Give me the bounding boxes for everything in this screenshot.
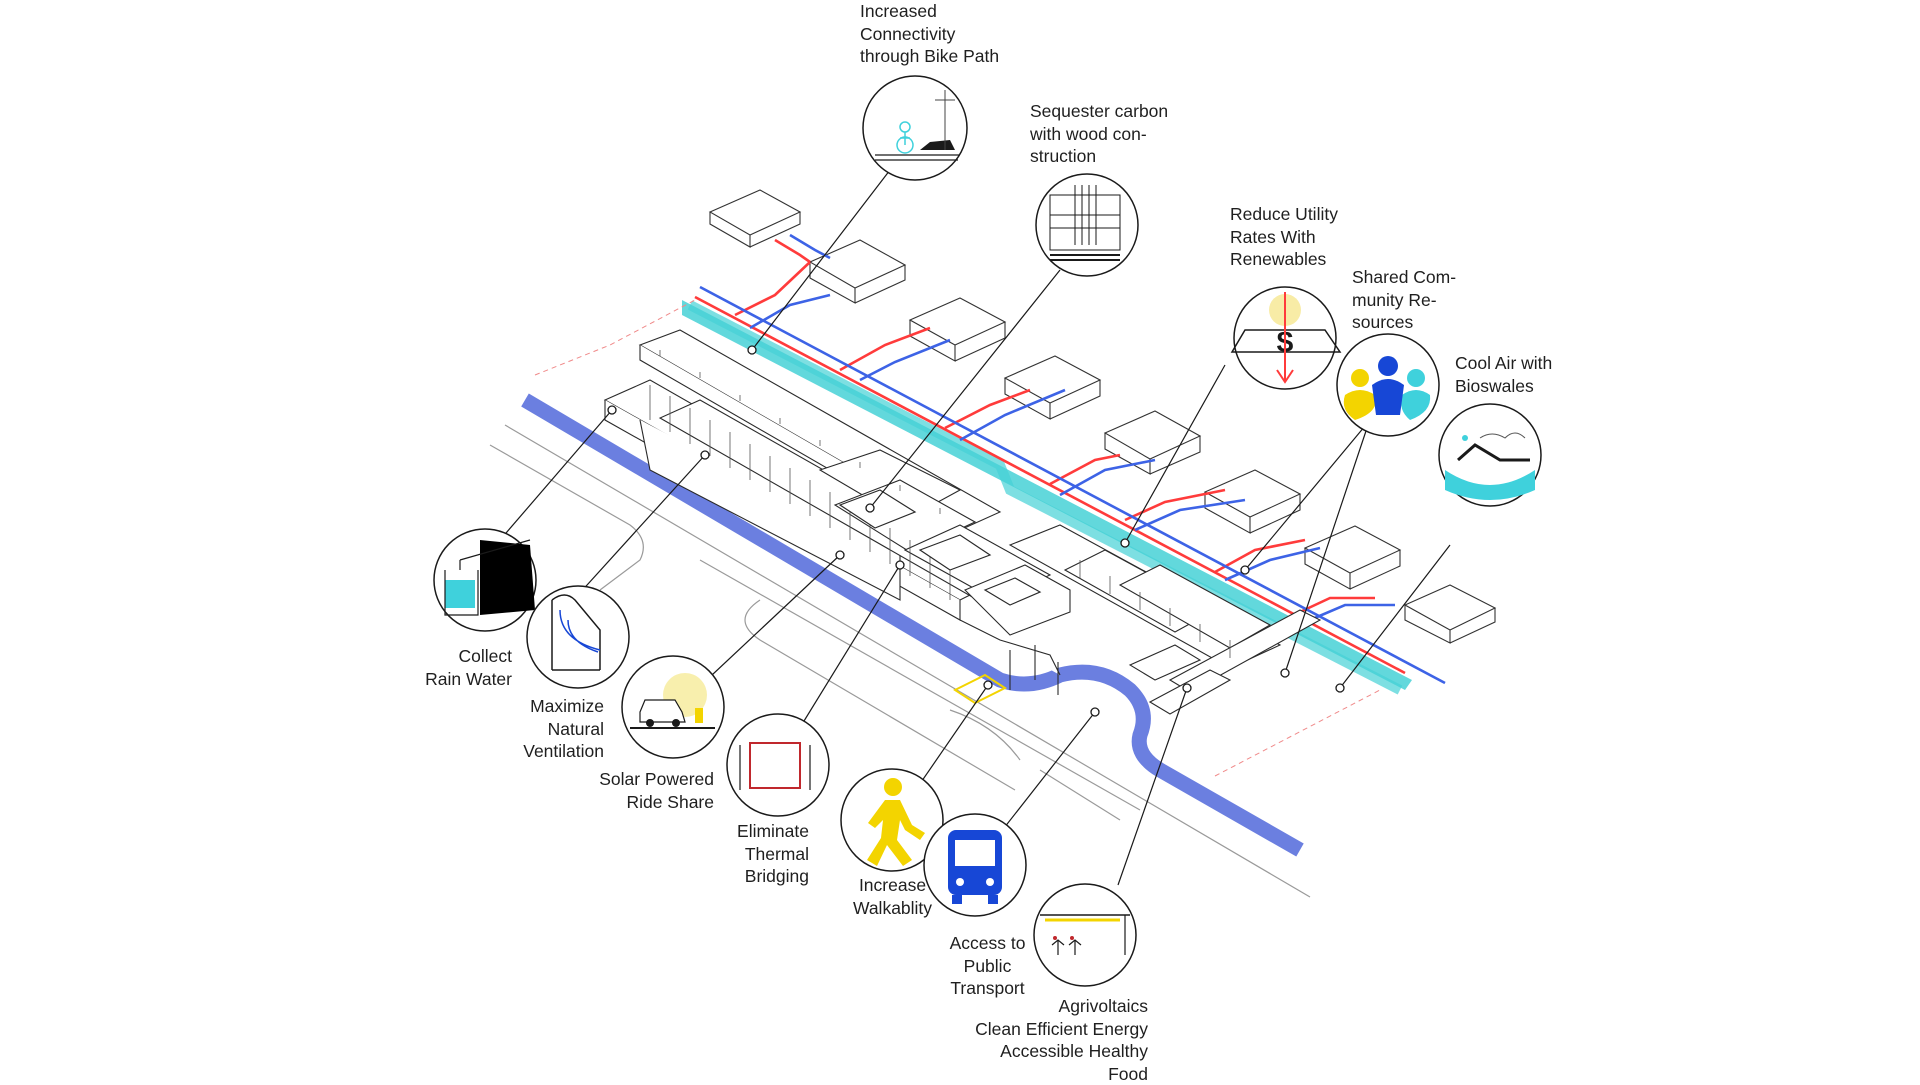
leader-endpoints <box>607 345 1345 717</box>
agrivoltaic-plant-icon <box>1033 883 1137 987</box>
rain-tank-icon <box>433 528 537 632</box>
pedestrian-icon <box>840 768 944 872</box>
utility-lines-red <box>694 238 1406 675</box>
label-ride-share: Solar Powered Ride Share <box>599 769 714 812</box>
bioswale-icon <box>1438 403 1542 507</box>
solar-carport <box>952 673 1008 705</box>
cyclist-icon <box>862 75 968 181</box>
label-transport: Access to Public Transport <box>949 933 1026 998</box>
wall-section-icon <box>726 713 830 817</box>
community-people-icon <box>1336 333 1440 437</box>
site-boundary <box>534 299 1381 777</box>
label-rain-water: Collect Rain Water <box>425 646 512 689</box>
bus-lane <box>521 393 1304 857</box>
street-lines <box>489 424 1311 898</box>
label-bioswales: Cool Air with Bioswales <box>1455 353 1553 396</box>
label-utility-rates: Reduce Utility Rates With Renewables <box>1230 204 1338 269</box>
roof-openings <box>838 489 1042 606</box>
solar-car-icon <box>621 655 725 759</box>
main-complex <box>603 329 1322 715</box>
label-walkability: Increase Walkablity <box>852 875 933 918</box>
bus-icon <box>923 813 1027 917</box>
utility-lines-blue <box>699 233 1446 685</box>
label-bike-path: Increased Connectivity through Bike Path <box>860 1 1000 66</box>
label-thermal: Eliminate Thermal Bridging <box>737 821 809 886</box>
label-community: Shared Com- munity Re- sources <box>1352 267 1457 332</box>
facade-ribs <box>649 350 1231 658</box>
wood-frame-icon <box>1035 173 1139 277</box>
label-ventilation: Maximize Natural Ventilation <box>523 696 604 761</box>
label-wood-construction: Sequester carbon with wood con- structio… <box>1030 101 1169 166</box>
airflow-icon <box>526 585 630 689</box>
label-agrivoltaics: Agrivoltaics Clean Efficient Energy Acce… <box>975 996 1148 1084</box>
leader-lines <box>499 169 1451 886</box>
dollar-sun-icon: $ <box>1230 286 1342 390</box>
